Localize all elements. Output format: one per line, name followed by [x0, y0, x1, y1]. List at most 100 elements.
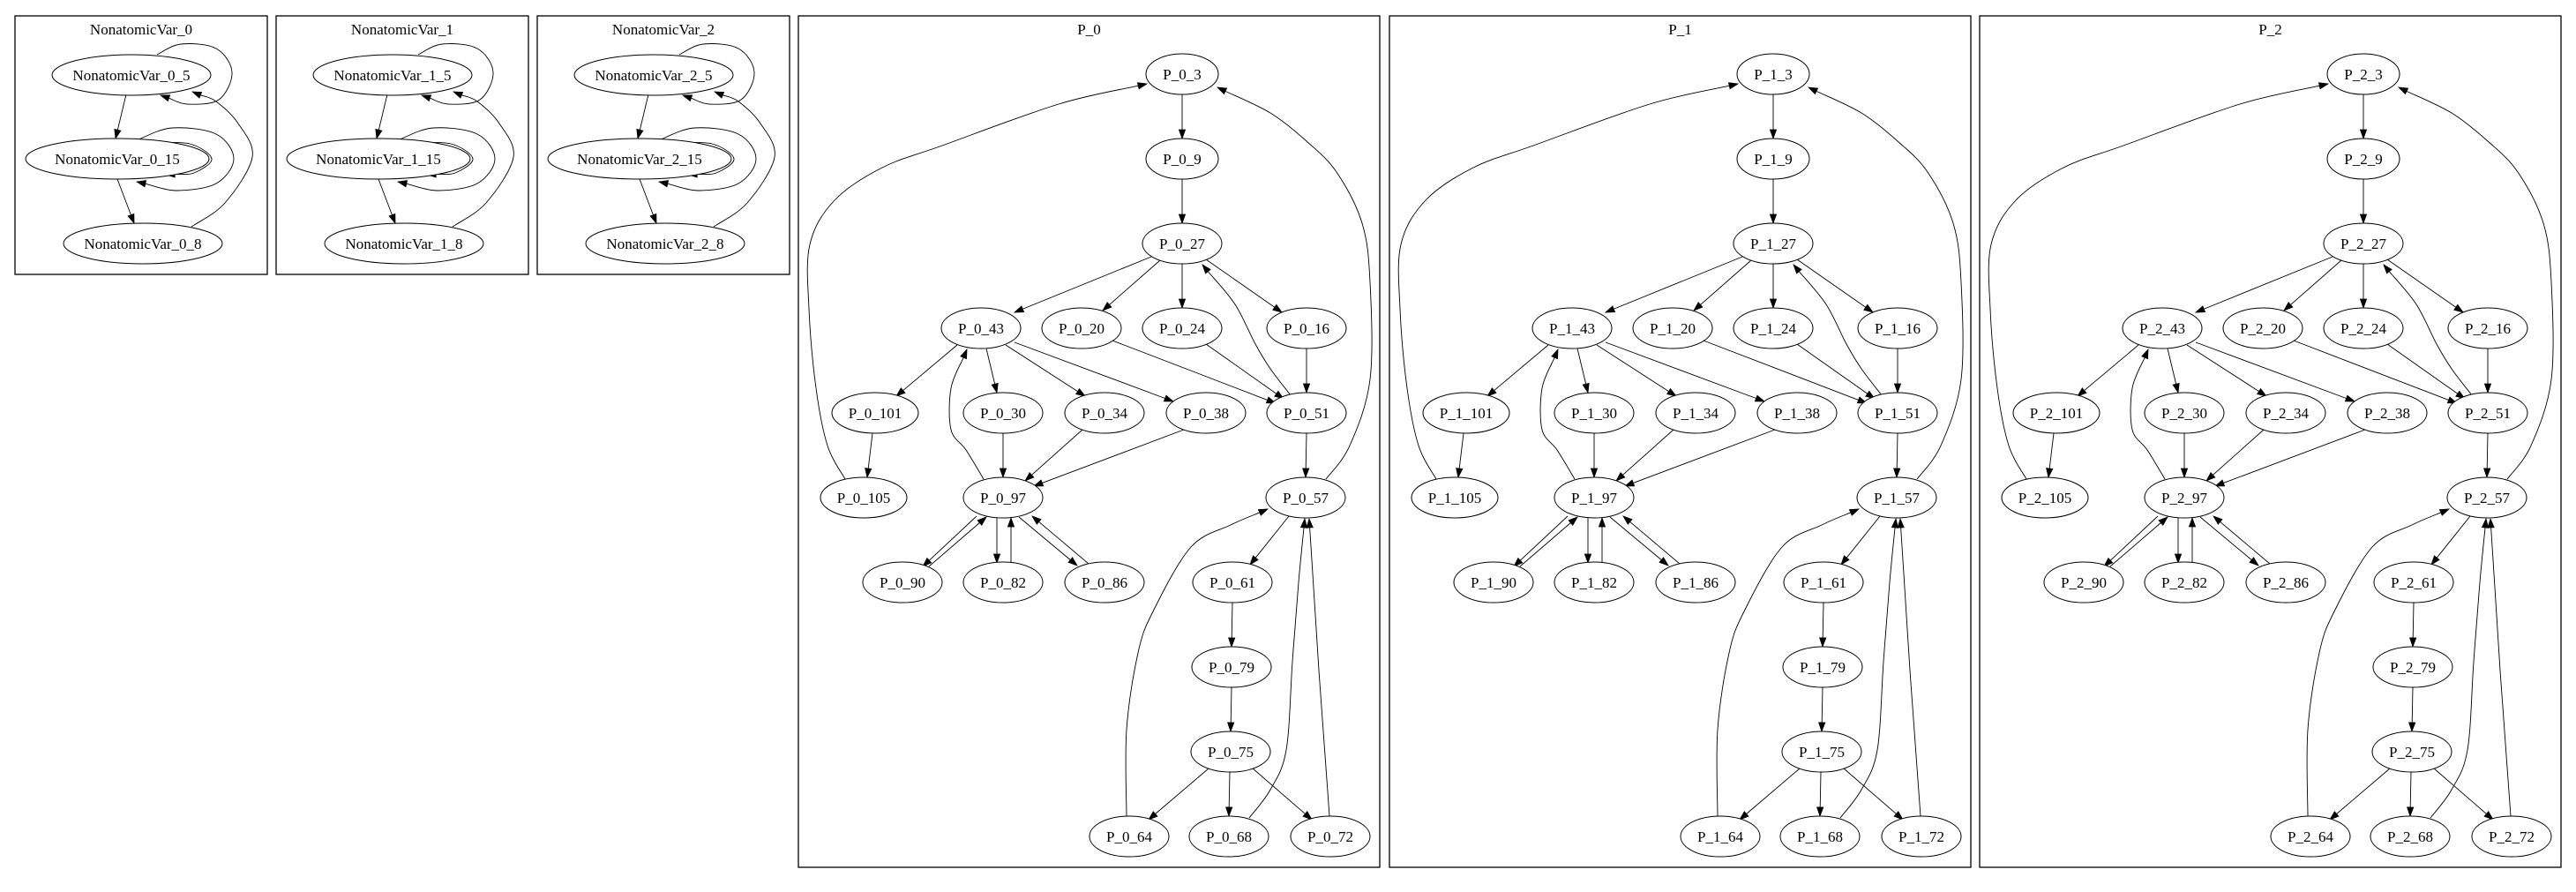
node-p-1-90[interactable]: P_1_90: [1453, 561, 1534, 603]
node-p-1-101[interactable]: P_1_101: [1422, 392, 1510, 434]
node-nonatomic-8[interactable]: NonatomicVar_0_8: [63, 222, 223, 265]
node-p-0-101[interactable]: P_0_101: [831, 392, 919, 434]
edge-line: [1228, 771, 1231, 808]
node-p-1-75[interactable]: P_1_75: [1781, 731, 1862, 773]
node-p-0-51[interactable]: P_0_51: [1266, 392, 1347, 434]
node-p-0-27[interactable]: P_0_27: [1142, 222, 1223, 265]
node-p-1-57[interactable]: P_1_57: [1856, 476, 1937, 519]
node-p-1-51[interactable]: P_1_51: [1857, 392, 1938, 434]
node-p-2-20[interactable]: P_2_20: [2222, 307, 2303, 349]
node-ellipse: [1554, 392, 1635, 434]
node-p-0-3[interactable]: P_0_3: [1145, 53, 1219, 95]
node-p-1-68[interactable]: P_1_68: [1779, 815, 1861, 858]
node-p-0-105[interactable]: P_0_105: [820, 476, 908, 519]
node-p-0-61[interactable]: P_0_61: [1192, 561, 1273, 603]
node-nonatomic-15[interactable]: NonatomicVar_2_15: [547, 138, 732, 180]
node-ellipse: [962, 476, 1044, 519]
edge-line: [678, 43, 755, 105]
node-p-2-97[interactable]: P_2_97: [2144, 476, 2225, 519]
node-nonatomic-5[interactable]: NonatomicVar_2_5: [573, 54, 734, 96]
node-label: P_0_24: [1159, 320, 1205, 337]
node-p-2-86[interactable]: P_2_86: [2245, 561, 2326, 603]
node-p-2-24[interactable]: P_2_24: [2323, 307, 2404, 349]
node-p-2-101[interactable]: P_2_101: [2012, 392, 2100, 434]
node-p-0-16[interactable]: P_0_16: [1266, 307, 1347, 349]
node-p-1-86[interactable]: P_1_86: [1655, 561, 1736, 603]
node-p-0-79[interactable]: P_0_79: [1191, 646, 1272, 688]
node-p-0-72[interactable]: P_0_72: [1290, 815, 1371, 858]
node-p-2-16[interactable]: P_2_16: [2447, 307, 2528, 349]
node-ellipse: [2370, 815, 2451, 858]
node-p-0-90[interactable]: P_0_90: [862, 561, 943, 603]
edge-p-0-79-to-75: [1227, 686, 1235, 733]
node-p-2-72[interactable]: P_2_72: [2471, 815, 2552, 858]
edge-p-0-38-to-97: [1032, 429, 1185, 487]
arrowhead-icon: [420, 94, 432, 102]
node-p-0-64[interactable]: P_0_64: [1089, 815, 1170, 858]
edge-line: [1205, 259, 1276, 308]
node-p-1-24[interactable]: P_1_24: [1733, 307, 1814, 349]
node-p-1-43[interactable]: P_1_43: [1531, 307, 1613, 349]
node-p-2-43[interactable]: P_2_43: [2122, 307, 2203, 349]
node-p-1-9[interactable]: P_1_9: [1736, 138, 1810, 180]
node-p-2-51[interactable]: P_2_51: [2447, 392, 2528, 434]
node-p-0-82[interactable]: P_0_82: [962, 561, 1044, 603]
node-p-2-30[interactable]: P_2_30: [2144, 392, 2225, 434]
node-p-0-75[interactable]: P_0_75: [1190, 731, 1271, 773]
node-p-1-97[interactable]: P_1_97: [1554, 476, 1635, 519]
node-label: NonatomicVar_1_15: [316, 151, 441, 168]
node-p-2-79[interactable]: P_2_79: [2372, 646, 2453, 688]
node-p-2-90[interactable]: P_2_90: [2043, 561, 2124, 603]
arrowhead-icon: [2256, 387, 2267, 397]
node-ellipse: [2043, 561, 2124, 603]
node-p-2-3[interactable]: P_2_3: [2326, 53, 2400, 95]
node-p-2-61[interactable]: P_2_61: [2373, 561, 2454, 603]
node-p-2-82[interactable]: P_2_82: [2144, 561, 2225, 603]
node-p-0-30[interactable]: P_0_30: [962, 392, 1044, 434]
node-p-1-20[interactable]: P_1_20: [1632, 307, 1713, 349]
node-nonatomic-5[interactable]: NonatomicVar_1_5: [312, 54, 473, 96]
node-p-2-34[interactable]: P_2_34: [2245, 392, 2326, 434]
node-p-1-105[interactable]: P_1_105: [1411, 476, 1499, 519]
node-label: P_1_3: [1754, 66, 1792, 83]
node-p-1-79[interactable]: P_1_79: [1782, 646, 1863, 688]
node-p-0-57[interactable]: P_0_57: [1265, 476, 1346, 519]
edge-p-2-34-to-97: [2205, 429, 2265, 482]
edge-p-1-3-to-9: [1769, 94, 1778, 140]
node-p-2-57[interactable]: P_2_57: [2446, 476, 2527, 519]
node-nonatomic-5[interactable]: NonatomicVar_0_5: [51, 54, 212, 96]
node-p-2-9[interactable]: P_2_9: [2326, 138, 2400, 180]
node-p-2-105[interactable]: P_2_105: [2001, 476, 2089, 519]
node-p-2-75[interactable]: P_2_75: [2371, 731, 2452, 773]
node-p-1-16[interactable]: P_1_16: [1857, 307, 1938, 349]
node-p-1-82[interactable]: P_1_82: [1554, 561, 1635, 603]
node-p-0-20[interactable]: P_0_20: [1041, 307, 1122, 349]
node-nonatomic-15[interactable]: NonatomicVar_1_15: [286, 138, 471, 180]
node-p-2-64[interactable]: P_2_64: [2270, 815, 2351, 858]
node-nonatomic-8[interactable]: NonatomicVar_1_8: [324, 222, 484, 265]
edge-line: [1622, 429, 1674, 476]
edge-p-2-27-to-20: [2283, 259, 2342, 311]
node-p-2-38[interactable]: P_2_38: [2347, 392, 2428, 434]
node-p-1-38[interactable]: P_1_38: [1756, 392, 1838, 434]
node-p-0-34[interactable]: P_0_34: [1064, 392, 1145, 434]
node-nonatomic-8[interactable]: NonatomicVar_2_8: [585, 222, 745, 265]
node-p-1-72[interactable]: P_1_72: [1881, 815, 1962, 858]
node-p-2-68[interactable]: P_2_68: [2370, 815, 2451, 858]
node-p-0-86[interactable]: P_0_86: [1064, 561, 1145, 603]
node-p-0-24[interactable]: P_0_24: [1142, 307, 1223, 349]
node-p-0-9[interactable]: P_0_9: [1145, 138, 1219, 180]
node-p-0-68[interactable]: P_0_68: [1188, 815, 1269, 858]
node-p-0-43[interactable]: P_0_43: [940, 307, 1022, 349]
node-nonatomic-15[interactable]: NonatomicVar_0_15: [25, 138, 210, 180]
node-p-1-27[interactable]: P_1_27: [1733, 222, 1814, 265]
node-p-2-27[interactable]: P_2_27: [2323, 222, 2404, 265]
node-p-1-61[interactable]: P_1_61: [1783, 561, 1864, 603]
node-p-0-38[interactable]: P_0_38: [1165, 392, 1247, 434]
node-p-1-30[interactable]: P_1_30: [1554, 392, 1635, 434]
arrowhead-icon: [1075, 387, 1086, 397]
node-p-1-64[interactable]: P_1_64: [1680, 815, 1761, 858]
node-p-0-97[interactable]: P_0_97: [962, 476, 1044, 519]
node-p-1-3[interactable]: P_1_3: [1736, 53, 1810, 95]
node-p-1-34[interactable]: P_1_34: [1655, 392, 1736, 434]
